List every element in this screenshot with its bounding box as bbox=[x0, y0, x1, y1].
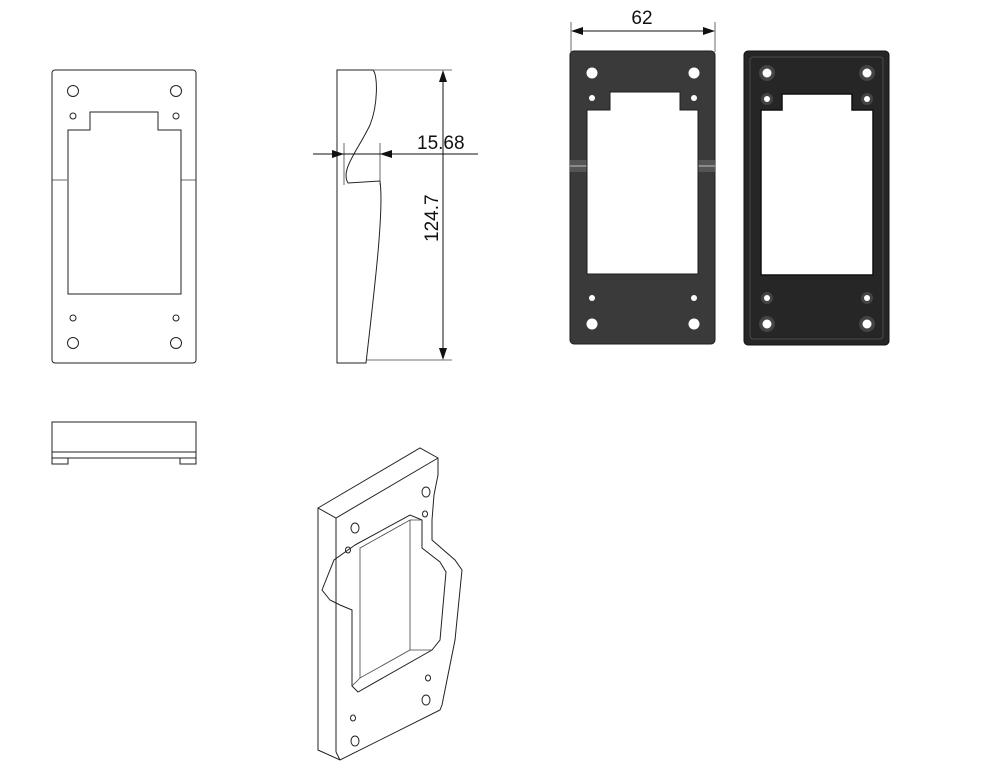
render-back-hole bbox=[762, 319, 772, 329]
dimension-height-label: 124.7 bbox=[422, 194, 443, 242]
front-view-hole bbox=[170, 337, 182, 349]
front-view-hole bbox=[67, 85, 79, 97]
iso-outer-face bbox=[317, 447, 463, 761]
render-front-window bbox=[586, 91, 699, 275]
bottom-view bbox=[51, 421, 197, 465]
render-back-hole bbox=[862, 68, 872, 78]
dimension-offset-label: 15.68 bbox=[417, 133, 465, 154]
iso-thickness-edges bbox=[317, 457, 439, 752]
front-view-hole bbox=[170, 85, 182, 97]
arrowhead bbox=[439, 70, 447, 82]
arrowhead bbox=[332, 150, 344, 158]
render-front-hole bbox=[586, 318, 598, 330]
front-view bbox=[51, 69, 197, 364]
front-view-hole bbox=[172, 112, 180, 120]
width-dimension: 62 bbox=[570, 8, 716, 52]
side-view: 124.7 15.68 bbox=[313, 69, 478, 364]
render-back-hole bbox=[862, 319, 872, 329]
iso-hole bbox=[350, 522, 360, 534]
render-back-hole bbox=[764, 96, 770, 102]
iso-hole bbox=[421, 486, 431, 498]
render-front bbox=[569, 50, 716, 345]
iso-hole bbox=[425, 674, 431, 682]
front-view-window bbox=[67, 111, 182, 295]
render-front-hole bbox=[688, 67, 700, 79]
iso-window-inner bbox=[359, 519, 411, 679]
render-back-window bbox=[760, 93, 874, 276]
iso-hole bbox=[421, 694, 431, 706]
render-front-hole bbox=[586, 67, 598, 79]
bottom-view-outline bbox=[51, 421, 197, 459]
front-view-hole bbox=[69, 112, 77, 120]
iso-hole bbox=[350, 714, 356, 722]
iso-hole bbox=[345, 546, 351, 554]
render-back-hole bbox=[864, 295, 870, 301]
render-back-inner-rim bbox=[749, 56, 884, 340]
render-back-hole bbox=[762, 68, 772, 78]
render-front-hole bbox=[589, 95, 595, 101]
render-back-holes bbox=[759, 65, 875, 332]
render-front-hole bbox=[691, 95, 697, 101]
render-back-hole bbox=[864, 96, 870, 102]
dimension-width-label: 62 bbox=[631, 8, 652, 29]
iso-thickness-bottom bbox=[335, 751, 341, 761]
front-view-hole bbox=[172, 314, 180, 322]
front-view-hole bbox=[69, 314, 77, 322]
iso-hole bbox=[350, 735, 360, 747]
render-back-hole bbox=[764, 295, 770, 301]
isometric-view bbox=[317, 447, 463, 761]
iso-window-depth-edges bbox=[351, 519, 432, 687]
render-front-hole bbox=[691, 295, 697, 301]
render-front-hole bbox=[688, 318, 700, 330]
front-view-outline bbox=[51, 69, 197, 364]
bottom-view-foot bbox=[51, 457, 69, 465]
arrowhead bbox=[703, 27, 715, 35]
front-view-hole bbox=[67, 337, 79, 349]
arrowhead bbox=[439, 348, 447, 360]
iso-hole bbox=[422, 510, 428, 518]
side-view-profile bbox=[336, 69, 382, 364]
render-front-hole bbox=[589, 295, 595, 301]
iso-window-outline bbox=[321, 514, 447, 693]
render-back bbox=[743, 50, 890, 346]
arrowhead bbox=[571, 27, 583, 35]
bottom-view-foot bbox=[179, 457, 197, 465]
arrowhead bbox=[380, 150, 392, 158]
